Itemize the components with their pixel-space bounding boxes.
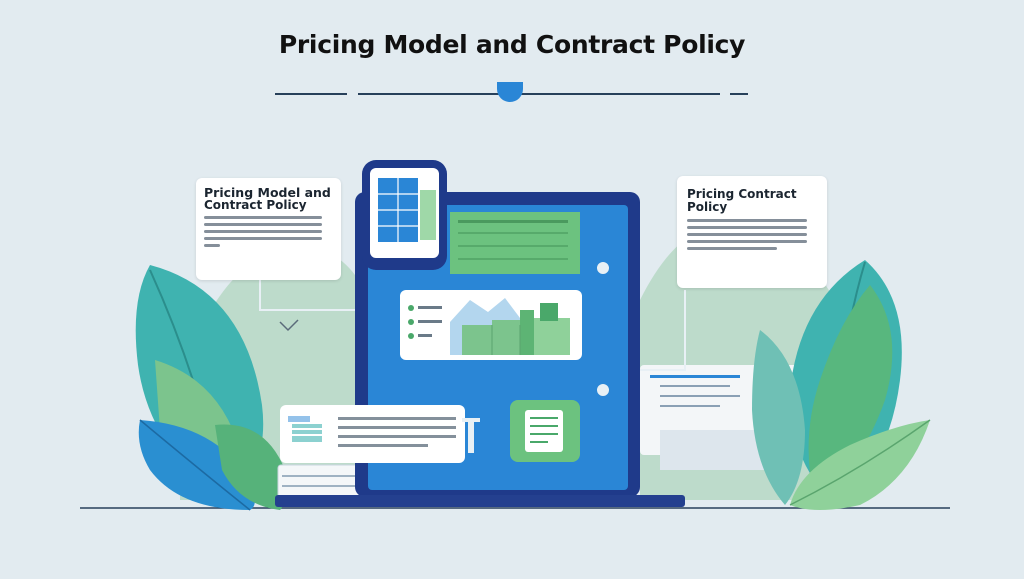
- page-title: Pricing Model and Contract Policy: [278, 30, 746, 59]
- left-card-text-line: [204, 222, 322, 226]
- title-rule-dot: [497, 82, 523, 102]
- tablet-base: [275, 495, 685, 507]
- node-middle-right: [595, 382, 611, 398]
- right-callout-card: Pricing Contract Policy: [677, 176, 827, 288]
- leaf-right-lime: [790, 420, 930, 510]
- right-card-text-line: [687, 219, 807, 223]
- right-card-text-line: [687, 226, 807, 230]
- right-card-text-line: [687, 240, 807, 244]
- left-card-text-line: [204, 236, 322, 240]
- left-card-title-line2: Contract Policy: [204, 198, 307, 213]
- node-top-right: [595, 260, 611, 276]
- title-rule-right-short: [730, 93, 748, 95]
- left-card-text-line: [204, 243, 220, 247]
- right-card-title-line1: Pricing Contract: [687, 187, 797, 201]
- left-card-title-line1: Pricing Model and: [204, 185, 331, 200]
- leaf-right-green: [808, 285, 893, 500]
- right-card-text-line: [687, 233, 807, 237]
- left-card-text-line: [204, 215, 322, 219]
- bar-chart-icon: [462, 303, 570, 355]
- check-bullet-icon: [408, 305, 414, 311]
- right-card-title-line2: Policy: [687, 199, 728, 214]
- leaf-right-teal: [752, 330, 805, 505]
- title-rule-main: [358, 93, 720, 95]
- arrow-icon: [279, 319, 299, 332]
- title-rule-left-short: [275, 93, 347, 95]
- left-card-text-line: [204, 229, 322, 233]
- leaf-left-green: [215, 424, 287, 510]
- left-callout-card: Pricing Model and Contract Policy: [196, 178, 341, 280]
- right-card-text-line: [687, 247, 777, 251]
